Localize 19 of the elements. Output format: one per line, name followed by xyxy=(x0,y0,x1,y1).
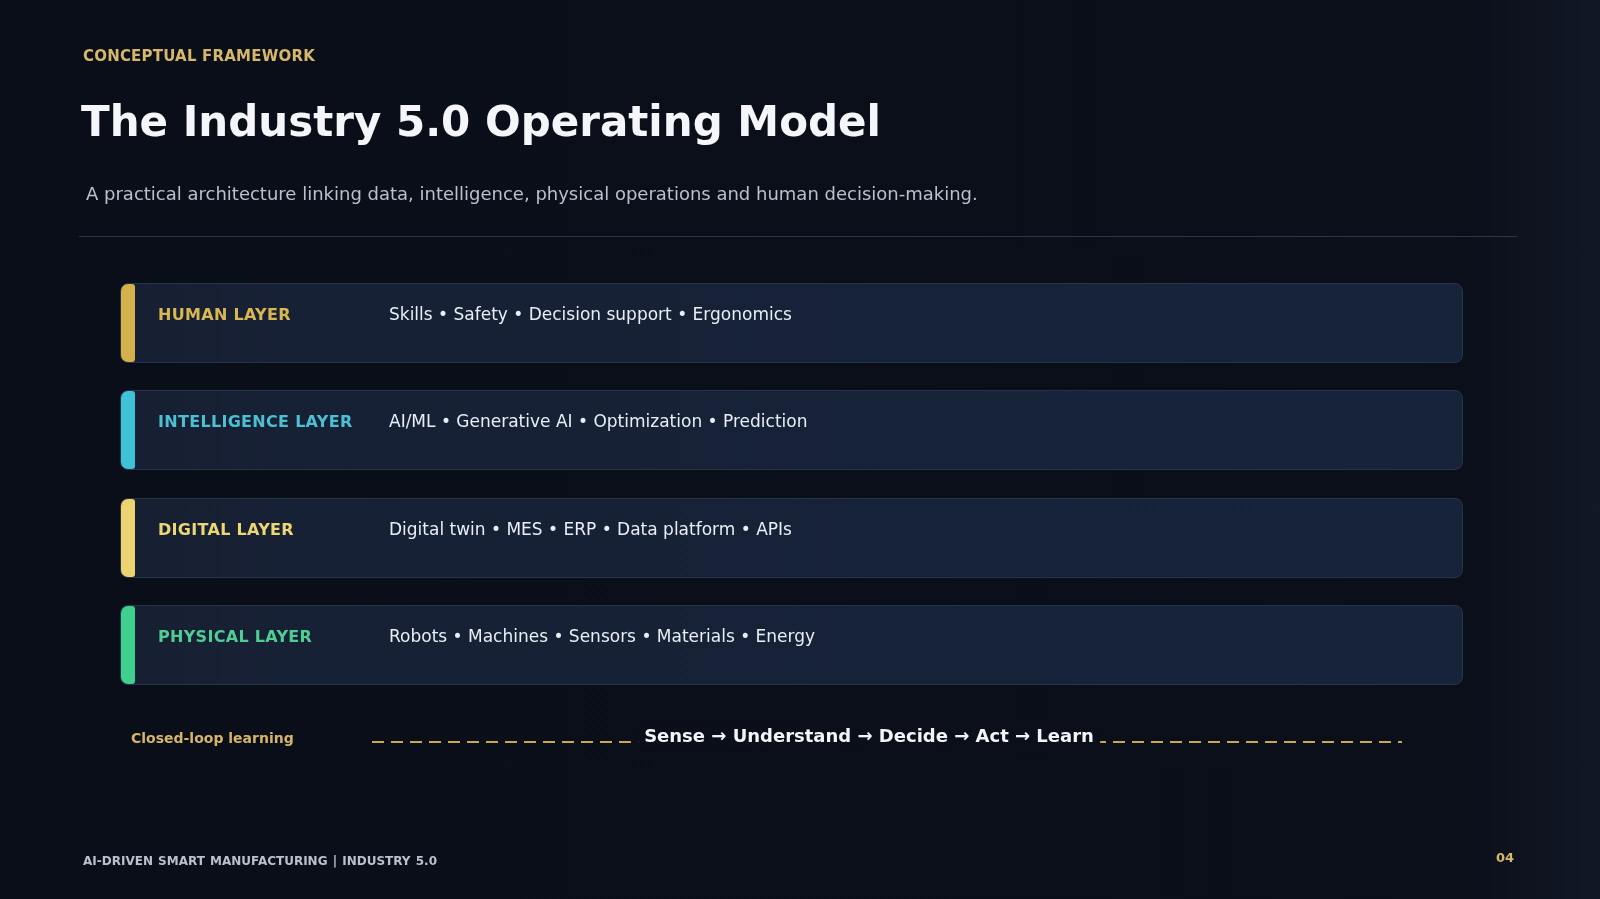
layer-band xyxy=(120,605,1463,685)
loop-label: Closed-loop learning xyxy=(131,730,294,746)
layer-name: DIGITAL LAYER xyxy=(158,520,294,539)
layer-items: Digital twin • MES • ERP • Data platform • APIs xyxy=(389,519,792,539)
layer-items: Robots • Machines • Sensors • Materials • Energy xyxy=(389,626,816,646)
layer-name: PHYSICAL LAYER xyxy=(158,627,313,646)
subtitle: A practical architecture linking data, intelligence, physical operations and human decision-making. xyxy=(86,183,978,204)
footer-text: AI-DRIVEN SMART MANUFACTURING | INDUSTRY 5.0 xyxy=(83,854,437,868)
layer-name: INTELLIGENCE LAYER xyxy=(158,412,353,431)
layer-name: HUMAN LAYER xyxy=(158,305,291,324)
section-label: CONCEPTUAL FRAMEWORK xyxy=(83,47,315,65)
cycle-steps: Sense → Understand → Decide → Act → Learn xyxy=(638,725,1100,746)
layer-items: AI/ML • Generative AI • Optimization • Prediction xyxy=(389,411,808,431)
layer-band xyxy=(120,390,1463,470)
layer-band xyxy=(120,498,1463,578)
slide-title: The Industry 5.0 Operating Model xyxy=(81,97,881,146)
page-number: 04 xyxy=(1496,850,1515,865)
layer-band xyxy=(120,283,1463,363)
layer-items: Skills • Safety • Decision support • Ergonomics xyxy=(389,304,792,324)
